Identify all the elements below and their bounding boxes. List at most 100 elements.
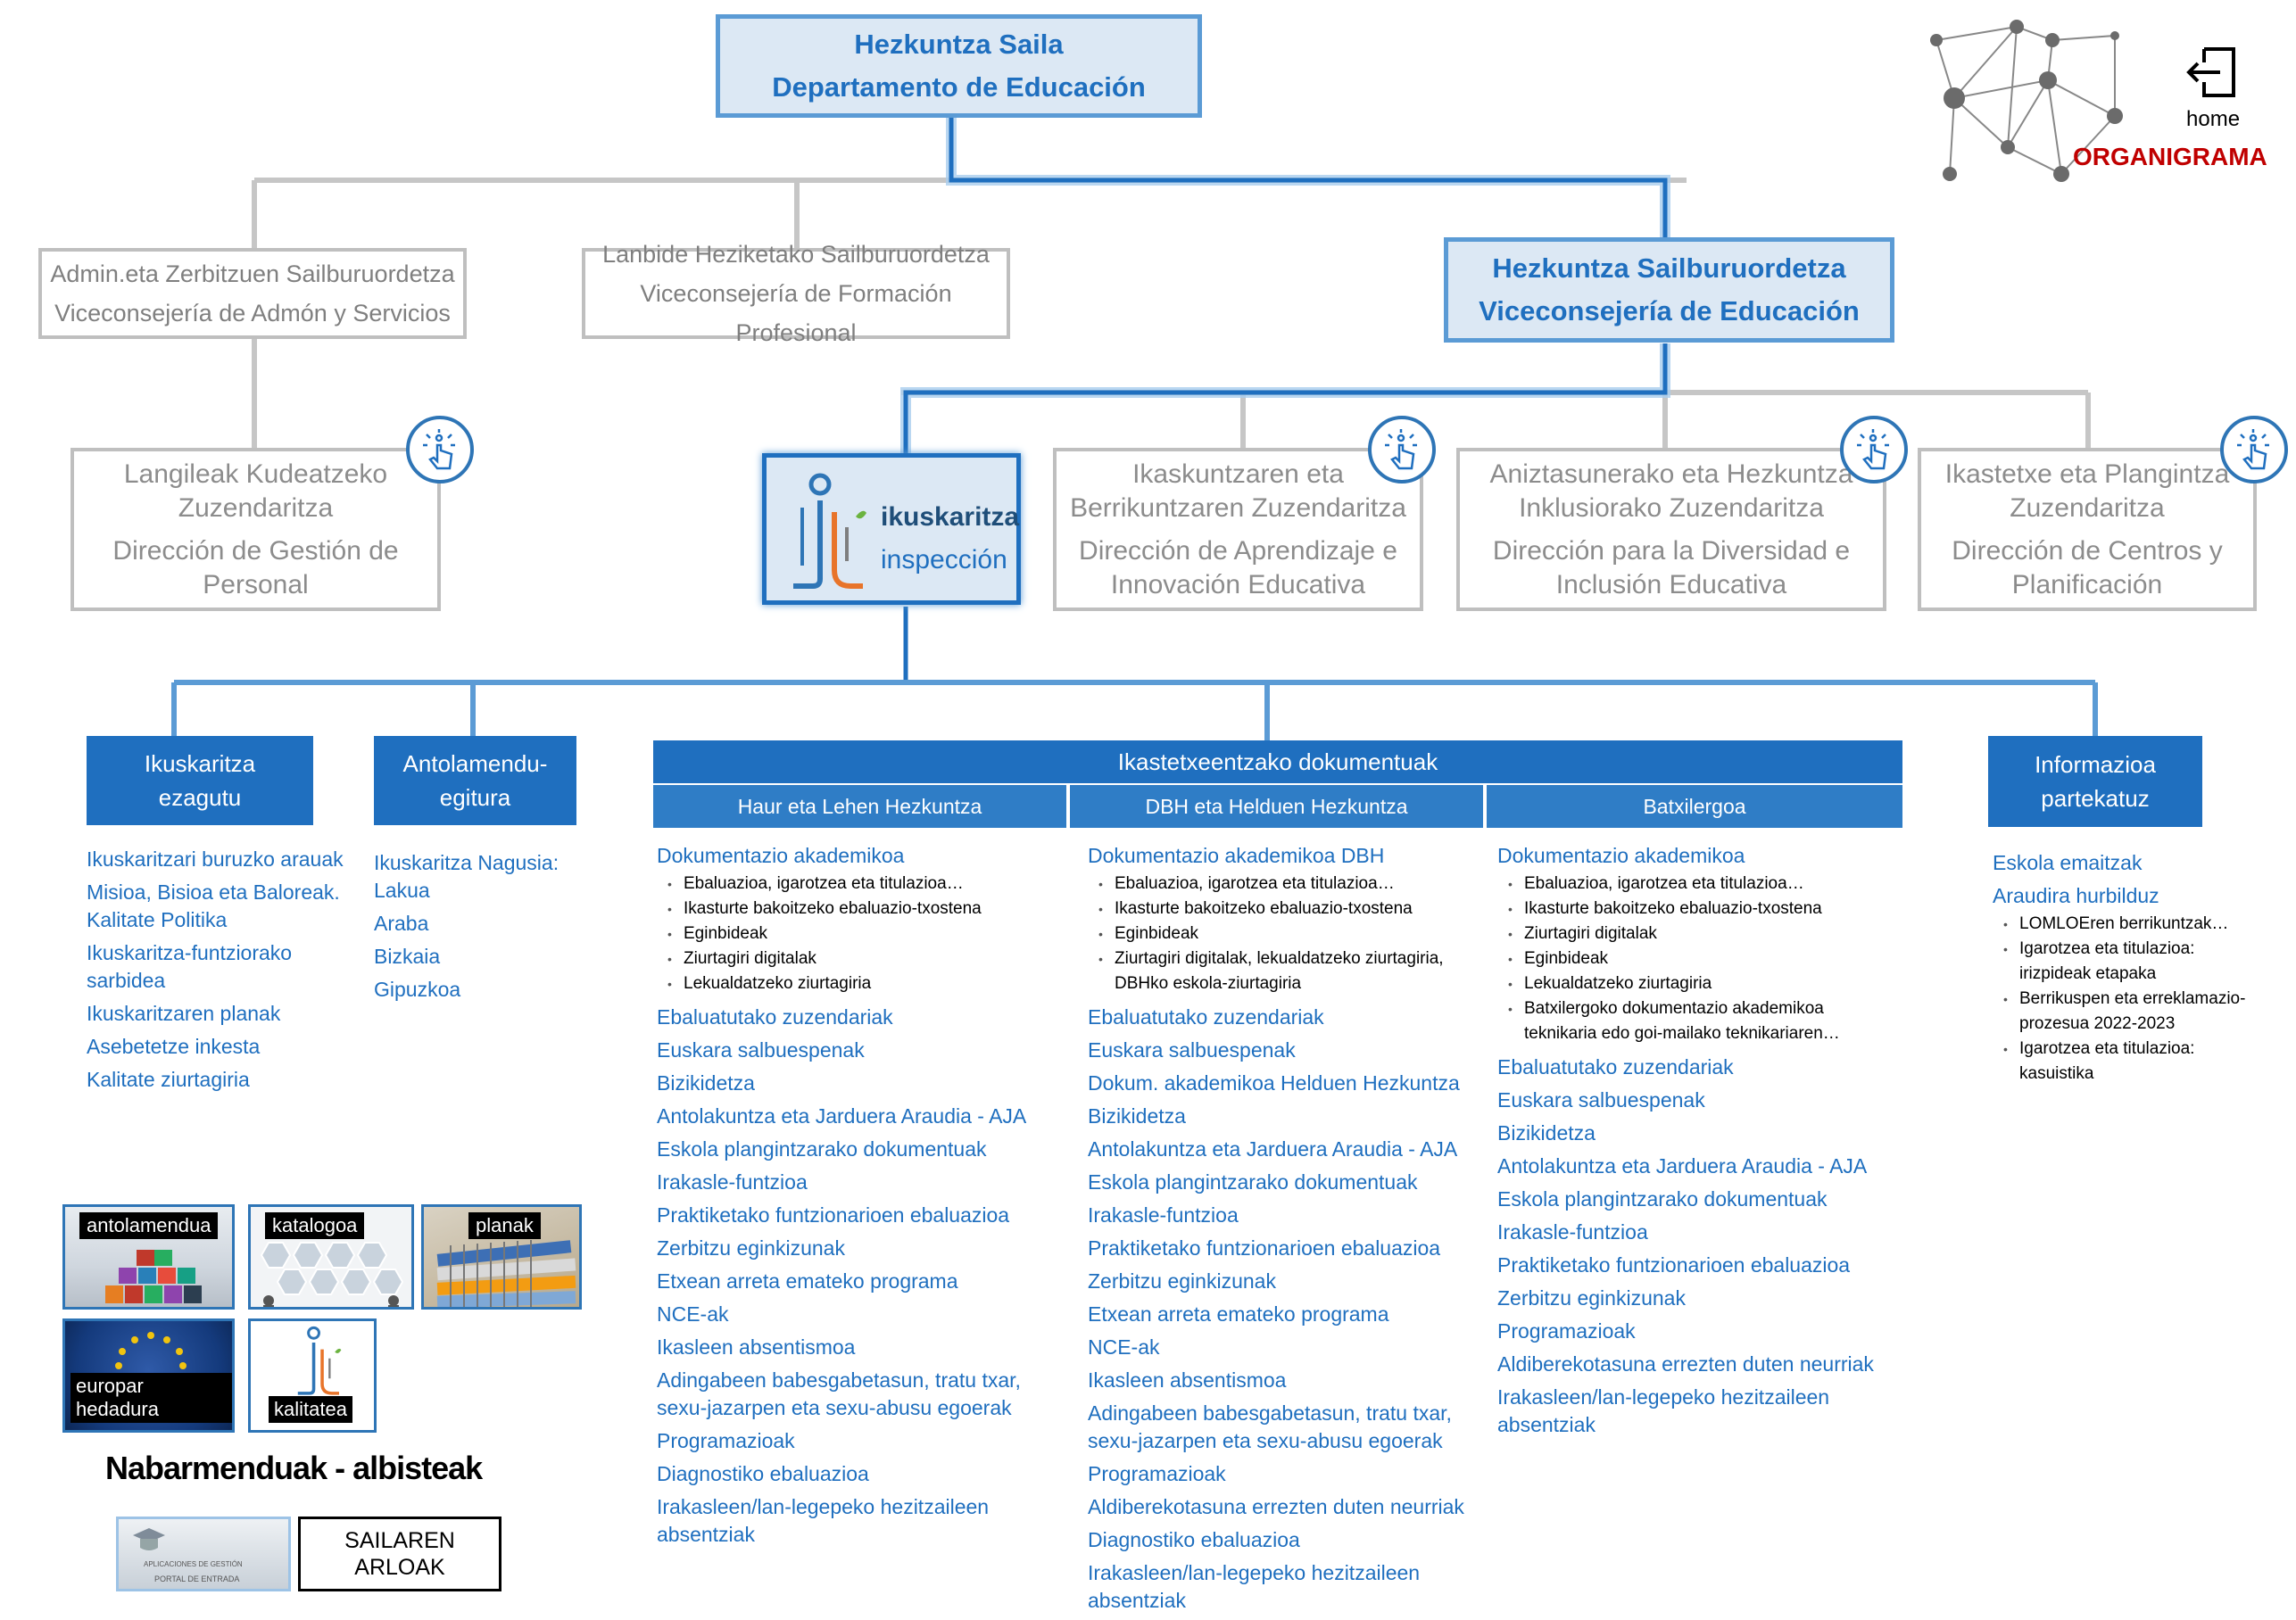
- haur-link[interactable]: NCE-ak: [657, 1302, 729, 1326]
- informazioa-link[interactable]: Araudira hurbilduz: [1993, 884, 2159, 907]
- ikuskaritza-box[interactable]: ikuskaritza inspección: [762, 453, 1021, 605]
- haur-link[interactable]: Diagnostiko ebaluazioa: [657, 1462, 869, 1485]
- haur-subitem[interactable]: Ebaluazioa, igarotzea eta titulazioa…: [657, 872, 1063, 897]
- planak-tile[interactable]: planak: [421, 1204, 582, 1310]
- dbh-link[interactable]: Irakasle-funtzioa: [1088, 1203, 1239, 1227]
- batx-subitem[interactable]: Ziurtagiri digitalak: [1497, 922, 1899, 946]
- dbh-subitem[interactable]: Ziurtagiri digitalak, lekualdatzeko ziur…: [1088, 946, 1480, 996]
- batx-link[interactable]: Zerbitzu eginkizunak: [1497, 1286, 1686, 1310]
- haur-link[interactable]: Euskara salbuespenak: [657, 1038, 865, 1062]
- departamento-educacion-box[interactable]: Hezkuntza Saila Departamento de Educació…: [716, 14, 1202, 118]
- antolamendu-item[interactable]: Gipuzkoa: [374, 978, 461, 1001]
- dbh-subitem[interactable]: Ikasturte bakoitzeko ebaluazio-txostena: [1088, 897, 1480, 922]
- dbh-link[interactable]: Antolakuntza eta Jarduera Araudia - AJA: [1088, 1137, 1458, 1161]
- katalogoa-tile[interactable]: katalogoa: [248, 1204, 414, 1310]
- haur-link[interactable]: Praktiketako funtzionarioen ebaluazioa: [657, 1203, 1010, 1227]
- batx-link[interactable]: Antolakuntza eta Jarduera Araudia - AJA: [1497, 1154, 1868, 1178]
- haur-link[interactable]: Programazioak: [657, 1429, 795, 1452]
- antolamendu-item[interactable]: Ikuskaritza Nagusia: Lakua: [374, 851, 559, 902]
- batx-link[interactable]: Aldiberekotasuna errezten duten neurriak: [1497, 1352, 1874, 1376]
- batx-link[interactable]: Ebaluatutako zuzendariak: [1497, 1055, 1734, 1079]
- dbh-link[interactable]: Dokumentazio akademikoa DBH: [1088, 844, 1385, 867]
- antolamendua-tile[interactable]: antolamendua: [62, 1204, 235, 1310]
- dbh-subitem[interactable]: Eginbideak: [1088, 922, 1480, 946]
- click-hand-icon-personal[interactable]: [406, 416, 474, 484]
- haur-link[interactable]: Irakasle-funtzioa: [657, 1170, 808, 1194]
- informazioa-subitem[interactable]: Igarotzea eta titulazioa: irizpideak eta…: [1993, 937, 2269, 987]
- haur-subitem[interactable]: Eginbideak: [657, 922, 1063, 946]
- batx-link[interactable]: Dokumentazio akademikoa: [1497, 844, 1745, 867]
- haur-subitem[interactable]: Ziurtagiri digitalak: [657, 946, 1063, 971]
- batx-subitem[interactable]: Ikasturte bakoitzeko ebaluazio-txostena: [1497, 897, 1899, 922]
- ezagutu-item[interactable]: Ikuskaritzaren planak: [87, 1002, 281, 1025]
- ezagutu-item[interactable]: Kalitate ziurtagiria: [87, 1068, 250, 1091]
- haur-link[interactable]: Dokumentazio akademikoa: [657, 844, 905, 867]
- dbh-link[interactable]: Bizikidetza: [1088, 1104, 1186, 1128]
- dbh-link[interactable]: Adingabeen babesgabetasun, tratu txar, s…: [1088, 1401, 1452, 1452]
- dbh-link[interactable]: Dokum. akademikoa Helduen Hezkuntza: [1088, 1071, 1460, 1095]
- dbh-link[interactable]: Programazioak: [1088, 1462, 1226, 1485]
- antolamendu-egitura-header[interactable]: Antolamendu-egitura: [374, 736, 576, 825]
- nabarmenduak-title[interactable]: Nabarmenduak - albisteak: [105, 1450, 483, 1486]
- batx-link[interactable]: Irakasleen/lan-legepeko hezitzaileen abs…: [1497, 1385, 1830, 1436]
- haur-link[interactable]: Zerbitzu eginkizunak: [657, 1236, 845, 1260]
- home-link[interactable]: home: [2186, 107, 2241, 131]
- informazioa-subitem[interactable]: Berrikuspen eta erreklamazio-prozesua 20…: [1993, 987, 2269, 1037]
- batx-link[interactable]: Programazioak: [1497, 1319, 1636, 1343]
- batx-subitem[interactable]: Batxilergoko dokumentazio akademikoa tek…: [1497, 996, 1899, 1046]
- haur-link[interactable]: Etxean arreta emateko programa: [657, 1269, 958, 1293]
- europar-hedadura-tile[interactable]: europar hedadura: [62, 1318, 235, 1433]
- ezagutu-item[interactable]: Misioa, Bisioa eta Baloreak. Kalitate Po…: [87, 880, 340, 931]
- haur-link[interactable]: Irakasleen/lan-legepeko hezitzaileen abs…: [657, 1495, 990, 1546]
- viceconsejeria-educacion-box[interactable]: Hezkuntza Sailburuordetza Viceconsejería…: [1444, 237, 1894, 343]
- informazioa-link[interactable]: Eskola emaitzak: [1993, 851, 2143, 874]
- dbh-link[interactable]: Etxean arreta emateko programa: [1088, 1302, 1389, 1326]
- batx-link[interactable]: Bizikidetza: [1497, 1121, 1596, 1145]
- informazioa-subitem[interactable]: LOMLOEren berrikuntzak…: [1993, 912, 2269, 937]
- antolamendu-item[interactable]: Araba: [374, 912, 429, 935]
- batx-subitem[interactable]: Lekualdatzeko ziurtagiria: [1497, 971, 1899, 996]
- batxilergoa-header[interactable]: Batxilergoa: [1487, 785, 1902, 828]
- dbh-link[interactable]: Praktiketako funtzionarioen ebaluazioa: [1088, 1236, 1441, 1260]
- click-hand-icon-aprendizaje[interactable]: [1368, 416, 1436, 484]
- ezagutu-item[interactable]: Ikuskaritzari buruzko arauak: [87, 847, 344, 871]
- haur-link[interactable]: Ikasleen absentismoa: [657, 1335, 856, 1359]
- haur-link[interactable]: Adingabeen babesgabetasun, tratu txar, s…: [657, 1368, 1021, 1419]
- batx-subitem[interactable]: Ebaluazioa, igarotzea eta titulazioa…: [1497, 872, 1899, 897]
- dbh-link[interactable]: Ikasleen absentismoa: [1088, 1368, 1287, 1392]
- dbh-link[interactable]: Eskola plangintzarako dokumentuak: [1088, 1170, 1418, 1194]
- dbh-link[interactable]: Zerbitzu eginkizunak: [1088, 1269, 1276, 1293]
- informazioa-partekatuz-header[interactable]: Informazioa partekatuz: [1988, 736, 2202, 827]
- batx-link[interactable]: Praktiketako funtzionarioen ebaluazioa: [1497, 1253, 1851, 1277]
- click-hand-icon-diversidad[interactable]: [1840, 416, 1908, 484]
- haur-link[interactable]: Bizikidetza: [657, 1071, 755, 1095]
- haur-link[interactable]: Eskola plangintzarako dokumentuak: [657, 1137, 987, 1161]
- batx-link[interactable]: Euskara salbuespenak: [1497, 1088, 1705, 1112]
- haur-link[interactable]: Ebaluatutako zuzendariak: [657, 1005, 893, 1029]
- haur-link[interactable]: Antolakuntza eta Jarduera Araudia - AJA: [657, 1104, 1027, 1128]
- haur-subitem[interactable]: Ikasturte bakoitzeko ebaluazio-txostena: [657, 897, 1063, 922]
- aplicaciones-portal-button[interactable]: APLICACIONES DE GESTIÓN PORTAL DE ENTRAD…: [116, 1517, 291, 1591]
- informazioa-subitem[interactable]: Igarotzea eta titulazioa: kasuistika: [1993, 1037, 2269, 1087]
- ezagutu-item[interactable]: Asebetetze inkesta: [87, 1035, 261, 1058]
- dbh-subitem[interactable]: Ebaluazioa, igarotzea eta titulazioa…: [1088, 872, 1480, 897]
- dokumentuak-header[interactable]: Ikastetxeentzako dokumentuak: [653, 740, 1902, 783]
- click-hand-icon-centros[interactable]: [2220, 416, 2288, 484]
- batx-link[interactable]: Irakasle-funtzioa: [1497, 1220, 1648, 1244]
- dbh-helduen-header[interactable]: DBH eta Helduen Hezkuntza: [1070, 785, 1483, 828]
- haur-lehen-header[interactable]: Haur eta Lehen Hezkuntza: [653, 785, 1066, 828]
- sailaren-arloak-button[interactable]: SAILAREN ARLOAK: [298, 1517, 501, 1591]
- dbh-link[interactable]: NCE-ak: [1088, 1335, 1160, 1359]
- ezagutu-item[interactable]: Ikuskaritza-funtziorako sarbidea: [87, 941, 293, 992]
- batx-subitem[interactable]: Eginbideak: [1497, 946, 1899, 971]
- kalitatea-tile[interactable]: kalitatea: [248, 1318, 377, 1433]
- dbh-link[interactable]: Aldiberekotasuna errezten duten neurriak: [1088, 1495, 1464, 1518]
- dbh-link[interactable]: Ebaluatutako zuzendariak: [1088, 1005, 1324, 1029]
- antolamendu-item[interactable]: Bizkaia: [374, 945, 441, 968]
- haur-subitem[interactable]: Lekualdatzeko ziurtagiria: [657, 971, 1063, 996]
- batx-link[interactable]: Eskola plangintzarako dokumentuak: [1497, 1187, 1828, 1211]
- ikuskaritza-ezagutu-header[interactable]: Ikuskaritza ezagutu: [87, 736, 313, 825]
- dbh-link[interactable]: Diagnostiko ebaluazioa: [1088, 1528, 1300, 1551]
- home-logout-icon[interactable]: [2184, 45, 2240, 100]
- dbh-link[interactable]: Irakasleen/lan-legepeko hezitzaileen abs…: [1088, 1561, 1421, 1612]
